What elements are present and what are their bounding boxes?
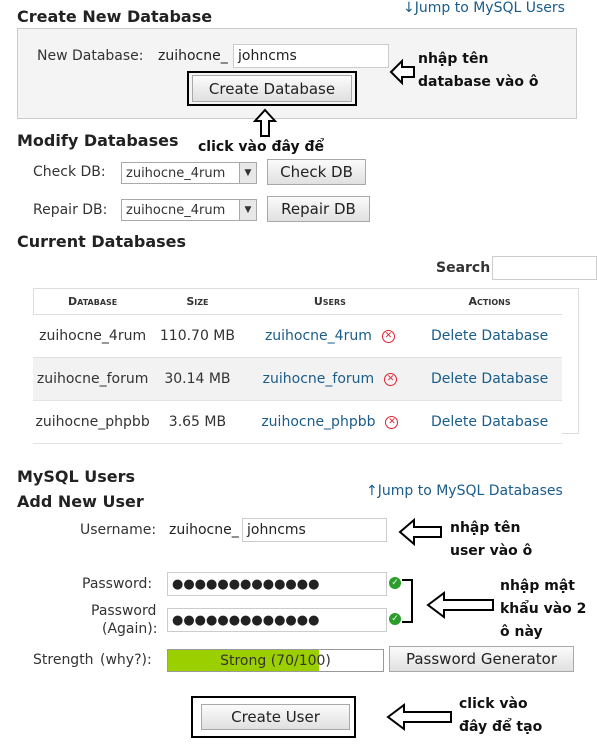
repair-db-select[interactable]: zuihocne_4rum ▼ <box>121 199 257 221</box>
create-user-note: click vào đây để tạo <box>459 696 543 735</box>
password-generator-button[interactable]: Password Generator <box>389 646 574 672</box>
bracket-icon <box>402 579 413 623</box>
valid-check-icon: ✓ <box>389 613 401 625</box>
db-user-link[interactable]: zuihocne_phpbb <box>261 414 376 430</box>
remove-user-icon[interactable]: ✕ <box>385 415 399 429</box>
arrow-left-icon <box>398 518 442 546</box>
db-name: zuihocne_4rum <box>33 314 153 358</box>
password-input[interactable]: ●●●●●●●●●●●●● <box>167 572 387 596</box>
remove-user-icon[interactable]: ✕ <box>384 372 398 386</box>
why-link[interactable]: (why?): <box>100 652 152 668</box>
db-size: 3.65 MB <box>152 400 243 444</box>
arrow-up-icon <box>253 108 277 137</box>
chevron-down-icon: ▼ <box>239 200 256 220</box>
delete-database-link[interactable]: Delete Database <box>430 414 549 430</box>
create-user-button[interactable]: Create User <box>201 704 350 730</box>
table-row: zuihocne_4rum 110.70 MB zuihocne_4rum ✕ D… <box>33 314 562 358</box>
username-note: nhập tên user vào ô <box>450 520 533 559</box>
col-database: Database <box>33 288 153 315</box>
db-action: Delete Database <box>417 400 562 444</box>
db-user-link[interactable]: zuihocne_forum <box>262 371 375 387</box>
arrow-left-icon <box>386 703 452 731</box>
db-users: zuihocne_phpbb ✕ <box>242 400 418 444</box>
strength-text: Strong (70/100) <box>220 652 331 669</box>
mysql-users-title: MySQL Users <box>17 467 136 486</box>
user-prefix: zuihocne_ <box>169 522 239 538</box>
col-actions: Actions <box>417 288 562 315</box>
strength-meter: Strong (70/100) <box>167 649 384 672</box>
check-db-label: Check DB: <box>33 164 106 180</box>
highlight-box <box>191 696 356 738</box>
create-db-panel <box>17 28 577 119</box>
search-label: Search <box>436 260 491 276</box>
password-label: Password: <box>82 576 153 592</box>
password-again-label-2: (Again): <box>102 621 158 637</box>
arrow-left-icon <box>426 591 494 619</box>
repair-db-value: zuihocne_4rum <box>126 202 226 218</box>
new-db-input[interactable]: johncms <box>233 44 389 68</box>
repair-db-label: Repair DB: <box>33 202 108 218</box>
password-again-input[interactable]: ●●●●●●●●●●●●● <box>167 608 387 632</box>
databases-table: Database Size Users Actions zuihocne_4ru… <box>33 288 562 444</box>
highlight-box <box>187 71 357 106</box>
jump-to-databases-link[interactable]: ↑Jump to MySQL Databases <box>366 483 563 499</box>
modify-db-title: Modify Databases <box>17 131 179 150</box>
db-prefix: zuihocne_ <box>158 48 228 64</box>
db-action: Delete Database <box>417 357 562 401</box>
db-name: zuihocne_phpbb <box>33 400 153 444</box>
create-db-title: Create New Database <box>17 7 213 26</box>
db-user-link[interactable]: zuihocne_4rum <box>264 328 372 344</box>
new-db-label: New Database: <box>37 48 144 64</box>
strength-label: Strength <box>33 652 94 668</box>
search-input[interactable] <box>492 256 597 280</box>
check-db-select[interactable]: zuihocne_4rum ▼ <box>121 162 257 184</box>
chevron-down-icon: ▼ <box>239 163 256 183</box>
check-db-value: zuihocne_4rum <box>126 165 226 181</box>
username-label: Username: <box>80 522 157 538</box>
db-users: zuihocne_forum ✕ <box>242 357 418 401</box>
db-size: 110.70 MB <box>152 314 243 358</box>
table-row: zuihocne_phpbb 3.65 MB zuihocne_phpbb ✕ D… <box>33 400 562 444</box>
valid-check-icon: ✓ <box>389 577 401 589</box>
current-db-title: Current Databases <box>17 232 187 251</box>
strength-fill <box>168 650 319 671</box>
arrow-left-icon <box>389 58 415 86</box>
table-row: zuihocne_forum 30.14 MB zuihocne_forum✕ … <box>33 357 562 401</box>
jump-to-users-link[interactable]: ↓Jump to MySQL Users <box>403 0 565 16</box>
password-again-label: Password <box>91 603 157 619</box>
col-users: Users <box>242 288 418 315</box>
password-note: nhập mật khẩu vào 2 ô này <box>500 578 587 640</box>
db-name: zuihocne_forum <box>33 357 153 401</box>
username-input[interactable]: johncms <box>242 518 387 542</box>
db-action: Delete Database <box>417 314 562 358</box>
db-users: zuihocne_4rum ✕ <box>242 314 418 358</box>
db-size: 30.14 MB <box>152 357 243 401</box>
click-note: click vào đây để <box>198 139 324 155</box>
check-db-button[interactable]: Check DB <box>267 159 366 185</box>
delete-database-link[interactable]: Delete Database <box>430 371 549 387</box>
create-db-note: nhập tên database vào ô <box>418 51 539 90</box>
delete-database-link[interactable]: Delete Database <box>430 328 549 344</box>
col-size: Size <box>152 288 243 315</box>
add-user-title: Add New User <box>17 492 144 511</box>
repair-db-button[interactable]: Repair DB <box>267 196 370 222</box>
create-database-button[interactable]: Create Database <box>192 75 352 102</box>
remove-user-icon[interactable]: ✕ <box>381 329 395 343</box>
